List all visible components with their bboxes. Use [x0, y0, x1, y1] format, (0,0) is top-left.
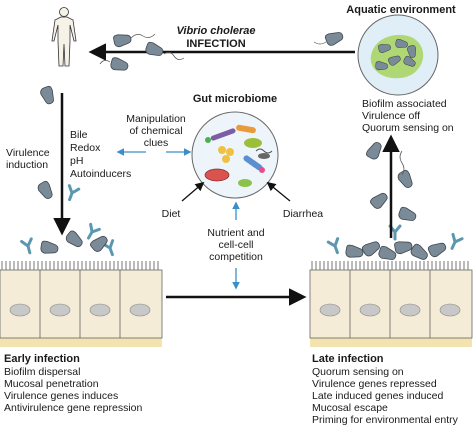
early-item-1: Biofilm dispersal [4, 366, 80, 378]
ascending-bacteria [364, 139, 419, 224]
nutrient-line1: Nutrient and [207, 227, 264, 239]
aquatic-environment-title: Aquatic environment [346, 4, 456, 16]
manipulation-line2: of chemical [129, 125, 182, 137]
early-item-4: Antivirulence gene repression [4, 402, 142, 414]
nutrient-line3: competition [209, 251, 263, 263]
nutrient-line2: cell-cell [218, 239, 253, 251]
infection-species-label: Vibrio cholerae [176, 25, 255, 37]
virulence-induction-line1: Virulence [6, 147, 50, 159]
gut-microbiome-circle [191, 111, 279, 199]
aquatic-biofilm-circle [357, 14, 439, 96]
early-item-3: Virulence genes induces [4, 390, 118, 402]
late-epithelium [309, 224, 473, 347]
diarrhea-arrow [266, 181, 291, 202]
signal-ph: pH [70, 155, 83, 167]
late-item-5: Priming for environmental entry [312, 414, 459, 426]
free-bacteria-top [99, 29, 346, 74]
late-item-4: Mucosal escape [312, 402, 388, 414]
signal-redox: Redox [70, 142, 101, 154]
infection-label: INFECTION [186, 38, 245, 50]
late-infection-title: Late infection [312, 353, 384, 365]
diet-arrow [181, 181, 205, 202]
manipulation-line1: Manipulation [126, 113, 186, 125]
signal-bile: Bile [70, 129, 88, 141]
early-epithelium [0, 222, 163, 347]
human-figure-icon [51, 7, 77, 67]
virulence-induction-line2: induction [6, 159, 48, 171]
signal-autoinducers: Autoinducers [70, 168, 131, 180]
early-item-2: Mucosal penetration [4, 378, 99, 390]
aquatic-state-1: Biofilm associated [362, 98, 447, 110]
late-item-3: Late induced genes induced [312, 390, 444, 402]
diet-label: Diet [162, 208, 181, 220]
diarrhea-label: Diarrhea [283, 208, 323, 220]
early-infection-title: Early infection [4, 353, 80, 365]
gut-microbiome-title: Gut microbiome [193, 93, 277, 105]
aquatic-state-3: Quorum sensing on [362, 122, 454, 134]
late-item-1: Quorum sensing on [312, 366, 404, 378]
late-item-2: Virulence genes repressed [312, 378, 437, 390]
manipulation-line3: clues [144, 137, 169, 149]
aquatic-state-2: Virulence off [362, 110, 420, 122]
